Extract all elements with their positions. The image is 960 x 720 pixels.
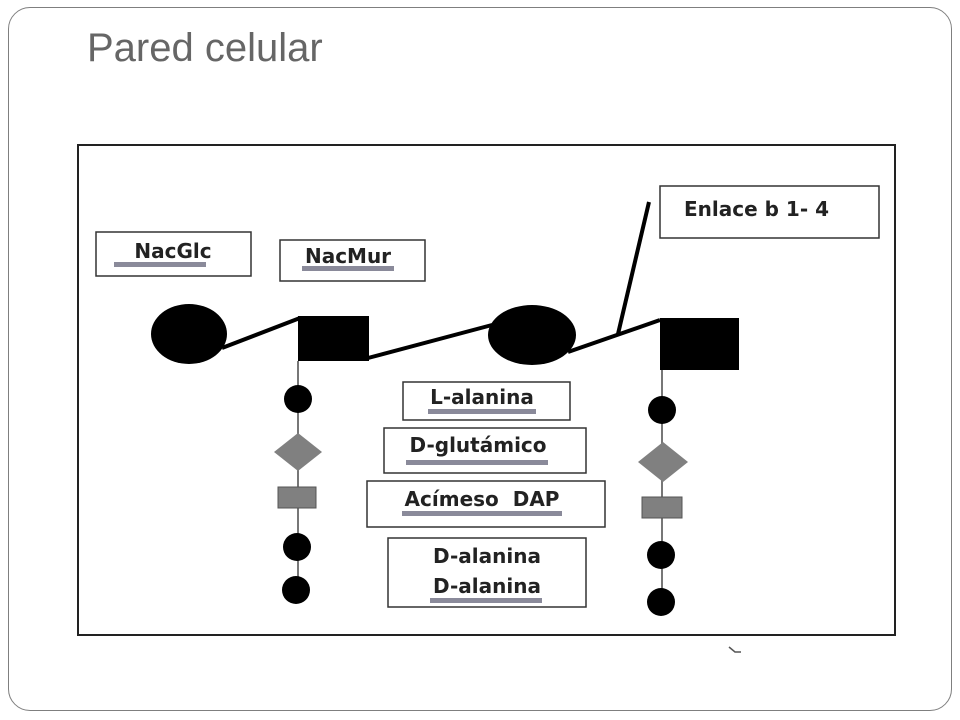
slide-title: Pared celular	[87, 26, 323, 70]
d-alanina-unit-right-2	[647, 588, 675, 616]
nacmur-sugar-2	[660, 318, 739, 370]
stray-mark	[728, 646, 741, 653]
nacmur-sugar-1	[298, 316, 369, 361]
d-alanina-unit-left-1	[283, 533, 311, 561]
label-l-alanina: L-alanina	[402, 381, 571, 421]
d-glutamico-unit-left	[274, 433, 322, 471]
label-enlace: Enlace b 1- 4	[659, 185, 880, 239]
label-d-glutamico: D-glutámico	[383, 427, 587, 474]
glycosidic-link-2	[367, 323, 493, 360]
label-acimeso-dap-underline	[402, 511, 562, 516]
label-nacmur-text: NacMur	[305, 244, 391, 268]
label-enlace-text: Enlace b 1- 4	[684, 197, 829, 221]
label-acimeso-dap-text: Acímeso DAP	[405, 487, 560, 511]
label-d-alanina-underline	[430, 598, 542, 603]
d-alanina-unit-left-2	[282, 576, 310, 604]
nacglc-sugar-1	[151, 304, 227, 364]
label-nacglc-underline	[114, 262, 206, 267]
acimeso-dap-unit-left	[277, 486, 317, 509]
label-acimeso-dap: Acímeso DAP	[366, 480, 606, 528]
label-d-alanina-text-2: D-alanina	[433, 574, 541, 598]
glycosidic-link-1	[221, 316, 301, 350]
glycosidic-link-3	[567, 318, 661, 354]
label-d-alanina-text-1: D-alanina	[433, 544, 541, 568]
label-nacglc-text: NacGlc	[134, 239, 211, 263]
label-d-glutamico-text: D-glutámico	[409, 433, 546, 457]
enlace-pointer-line	[616, 201, 651, 335]
l-alanina-unit-left	[284, 385, 312, 413]
label-d-alanina: D-alanina D-alanina	[387, 537, 587, 608]
label-d-glutamico-underline	[406, 460, 548, 465]
label-nacmur-underline	[302, 266, 394, 271]
label-nacmur: NacMur	[279, 239, 426, 282]
acimeso-dap-unit-right	[641, 496, 683, 519]
d-alanina-unit-right-1	[647, 541, 675, 569]
d-glutamico-unit-right	[638, 442, 688, 482]
label-nacglc: NacGlc	[95, 231, 252, 277]
l-alanina-unit-right	[648, 396, 676, 424]
label-l-alanina-text: L-alanina	[430, 385, 534, 409]
label-l-alanina-underline	[428, 409, 536, 414]
nacglc-sugar-2	[488, 305, 576, 365]
